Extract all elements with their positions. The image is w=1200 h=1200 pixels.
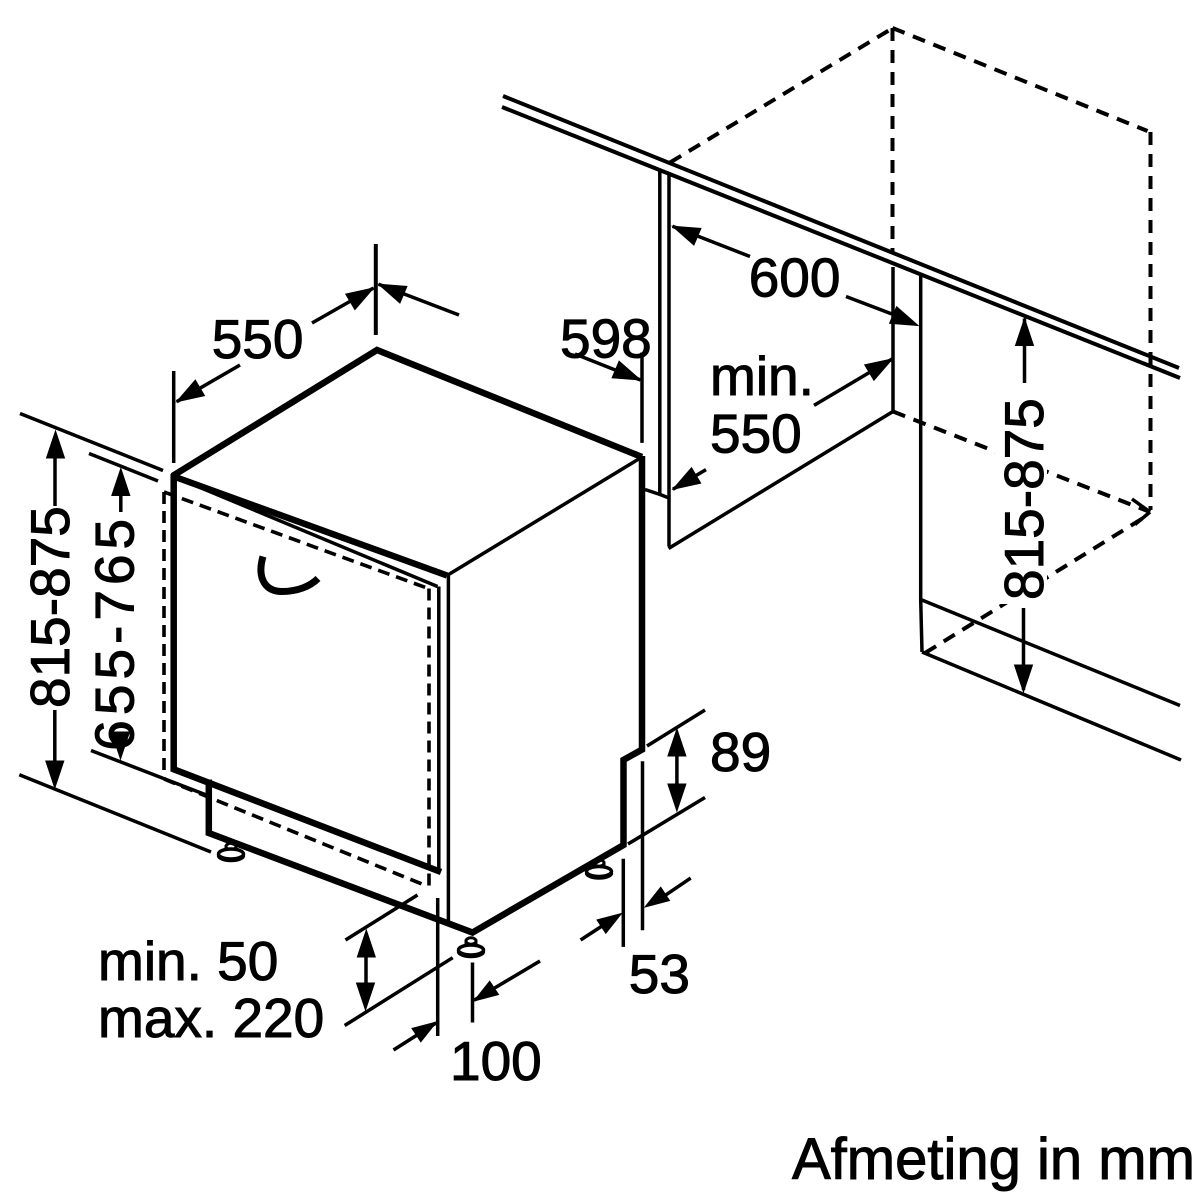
svg-text:min. 50: min. 50: [98, 930, 278, 992]
svg-text:550: 550: [710, 403, 802, 465]
svg-text:53: 53: [629, 943, 690, 1005]
svg-text:600: 600: [749, 246, 841, 308]
svg-text:815-875: 815-875: [19, 506, 81, 708]
svg-text:655-765: 655-765: [83, 514, 145, 751]
svg-text:max. 220: max. 220: [98, 987, 324, 1049]
svg-text:89: 89: [710, 721, 771, 783]
svg-text:min.: min.: [710, 345, 814, 407]
svg-text:550: 550: [212, 308, 304, 370]
svg-text:815-875: 815-875: [993, 398, 1055, 600]
svg-text:Afmeting in mm: Afmeting in mm: [792, 1127, 1195, 1192]
svg-text:100: 100: [450, 1030, 542, 1092]
svg-text:598: 598: [560, 308, 652, 370]
